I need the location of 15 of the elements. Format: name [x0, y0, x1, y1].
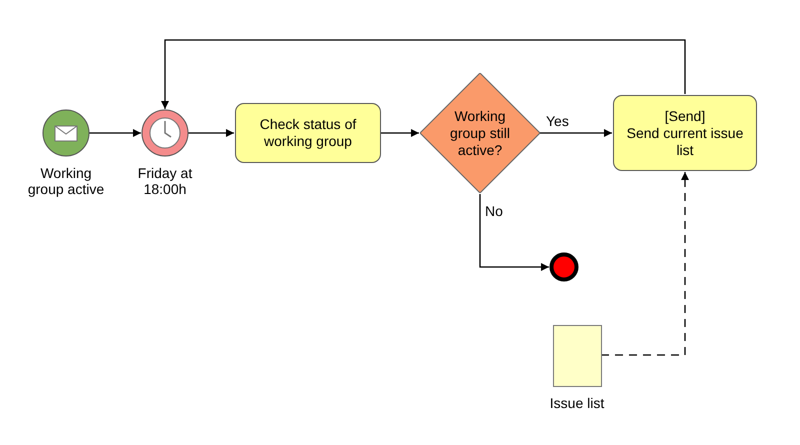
- arrow: [479, 194, 549, 271]
- task-box: Check status of working group: [235, 103, 381, 163]
- data-object-label: Issue list: [550, 395, 604, 411]
- edge-label: Yes: [545, 113, 570, 129]
- event-label: Friday at 18:00h: [136, 165, 194, 197]
- arrow: [161, 39, 686, 109]
- arrow: [540, 129, 612, 137]
- arrow: [381, 129, 419, 137]
- arrow: [601, 172, 689, 356]
- arrow: [89, 129, 141, 137]
- task-box: [Send] Send current issue list: [613, 95, 757, 171]
- edge-label: No: [484, 203, 504, 219]
- arrow: [188, 129, 234, 137]
- decision-label: Working group still active?: [449, 108, 511, 158]
- event-label: Working group active: [26, 165, 106, 197]
